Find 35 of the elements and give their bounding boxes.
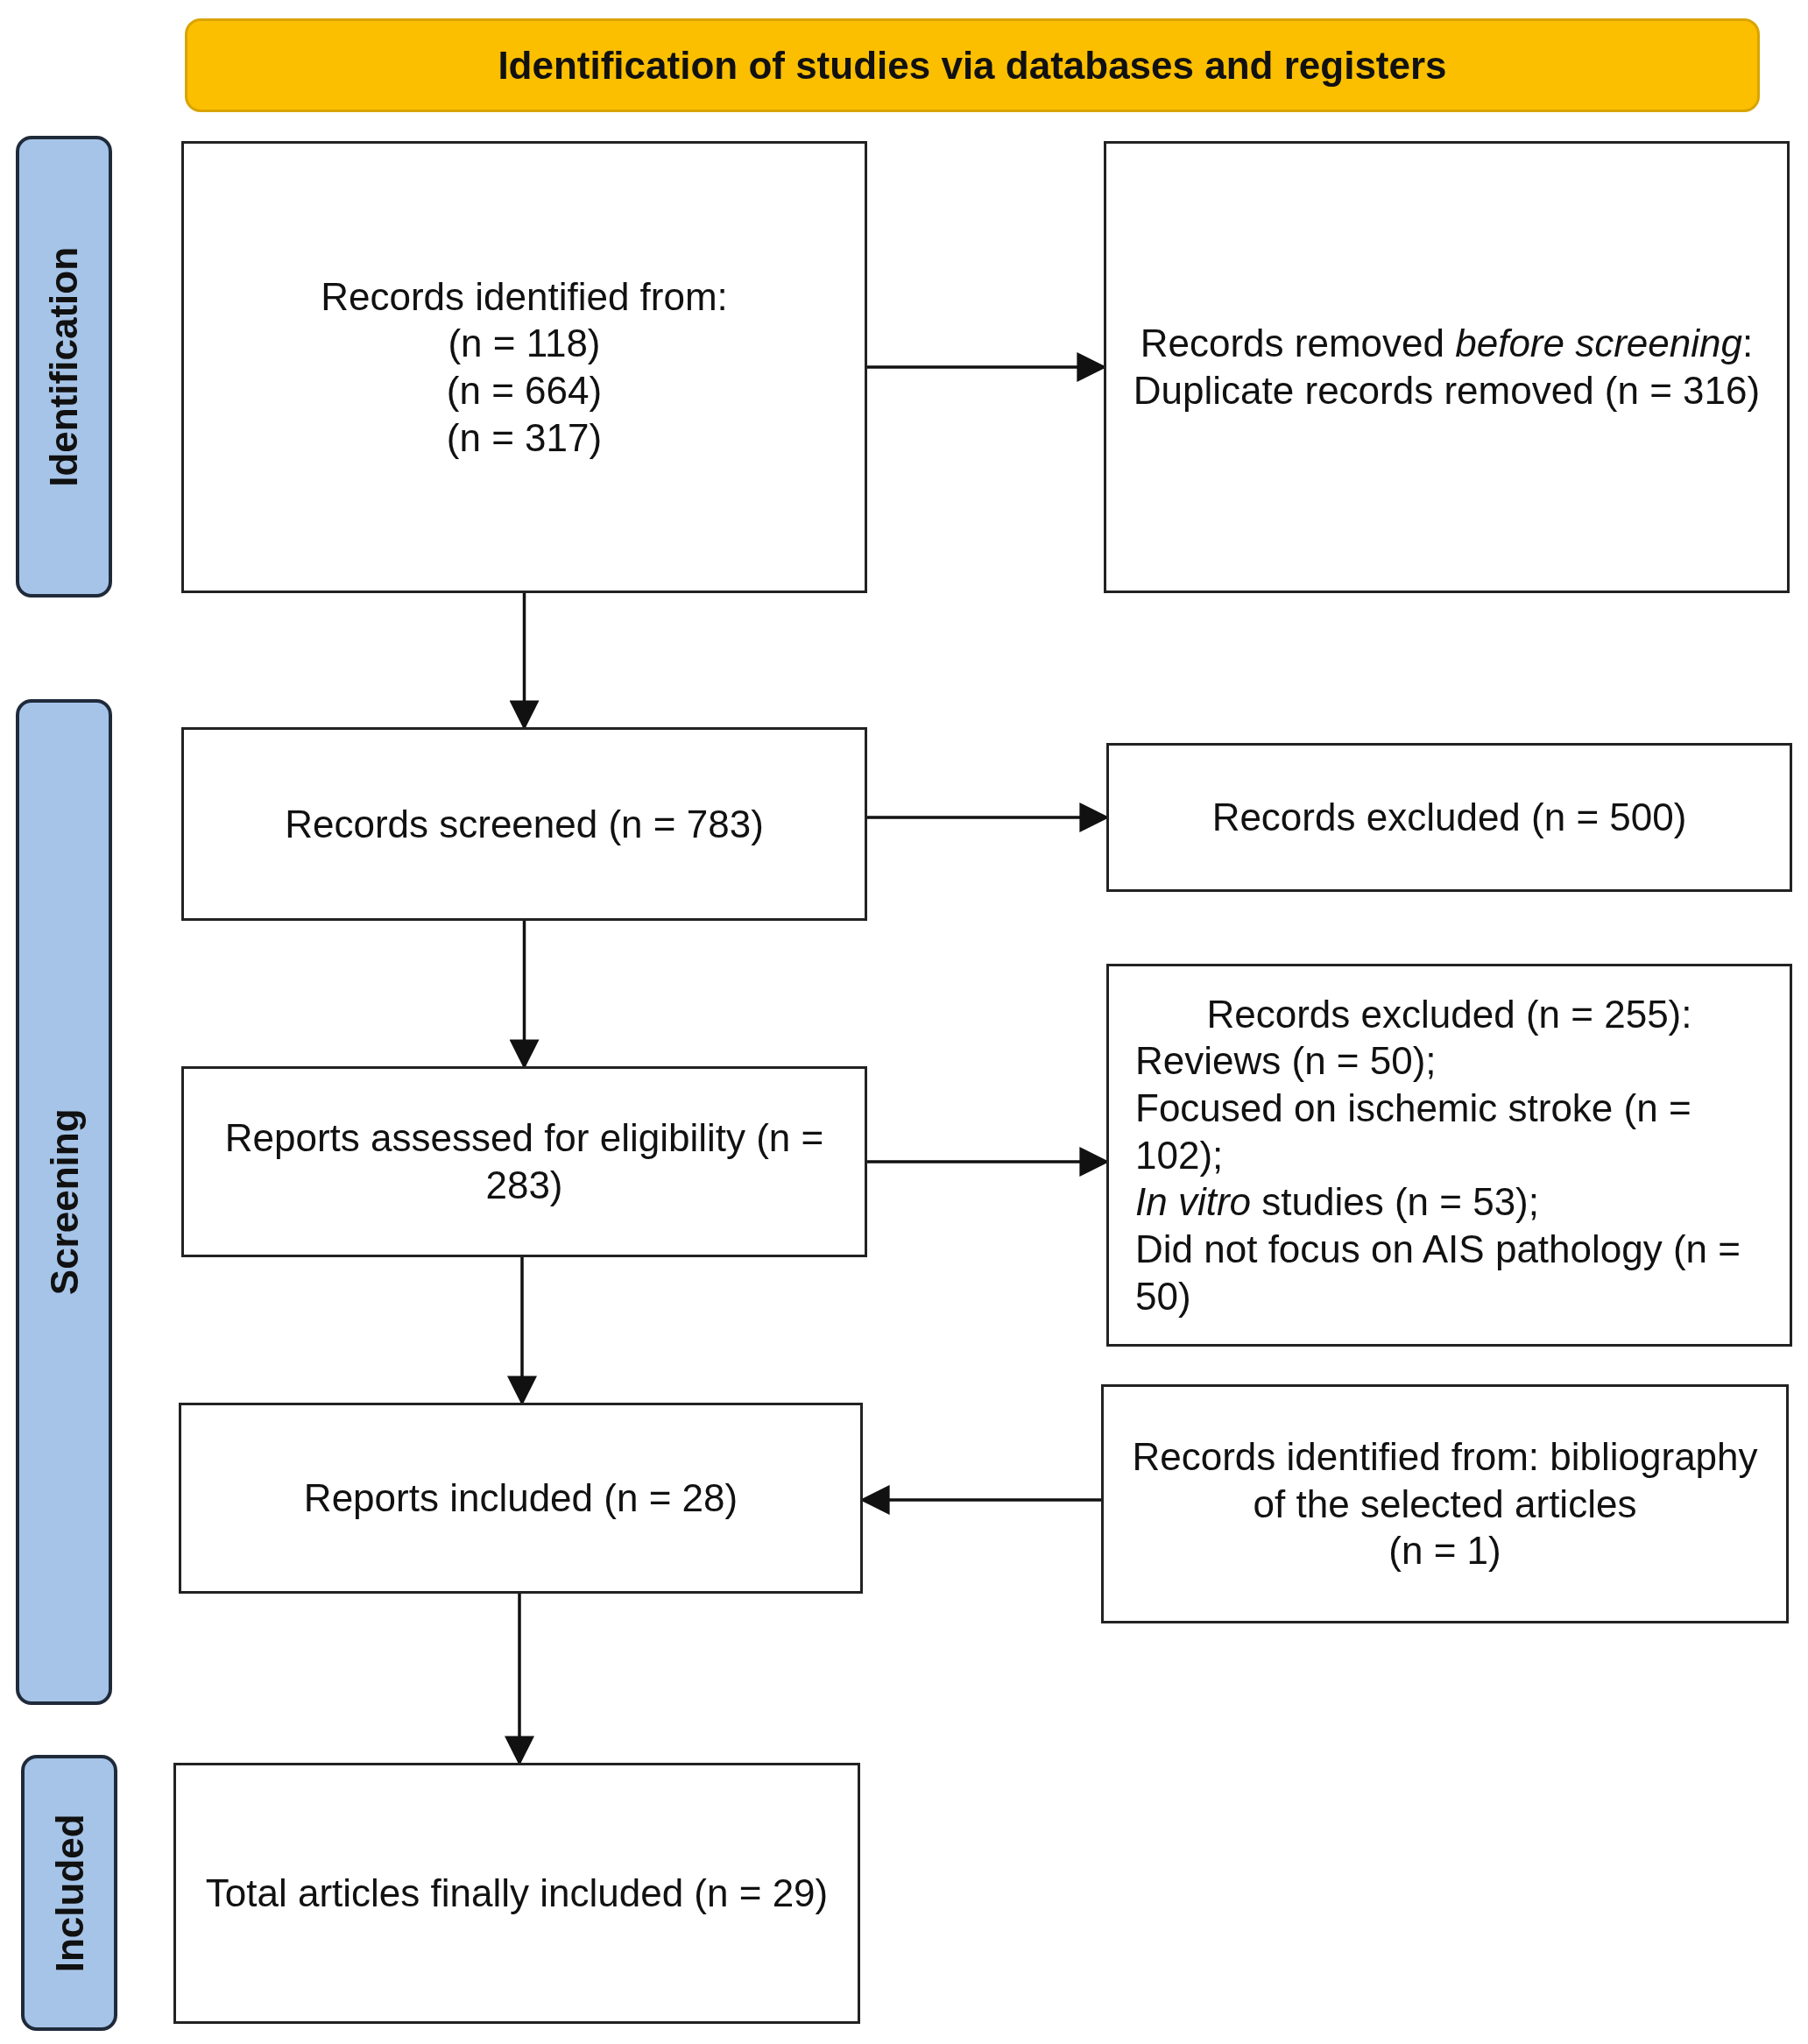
box-text: In vitro studies (n = 53); bbox=[1135, 1179, 1540, 1226]
phase-label: Included bbox=[46, 1814, 92, 1972]
box-text: Did not focus on AIS pathology (n = 50) bbox=[1135, 1227, 1741, 1319]
box-text: Reports assessed for eligibility (n = 283) bbox=[223, 1115, 825, 1208]
process-box bbox=[181, 141, 867, 593]
box-text: Records identified from: bbox=[321, 273, 728, 320]
phase-label: Identification bbox=[41, 246, 87, 487]
box-text: Focused on ischemic stroke (n = 102); bbox=[1135, 1086, 1692, 1178]
header-text: Identification of studies via databases and registers bbox=[498, 42, 1447, 88]
box-text: (n = 317) bbox=[446, 414, 603, 461]
phase-label-band bbox=[16, 699, 112, 1705]
process-box bbox=[179, 1403, 863, 1594]
box-text: Duplicate records removed (n = 316) bbox=[1133, 368, 1761, 414]
box-text: Reports included (n = 28) bbox=[303, 1475, 738, 1522]
box-text: Records excluded (n = 500) bbox=[1211, 795, 1687, 841]
box-text: Records removed before screening: bbox=[1140, 321, 1754, 367]
process-box bbox=[1101, 1384, 1789, 1623]
phase-label-band bbox=[21, 1755, 117, 2031]
process-box bbox=[181, 1066, 867, 1257]
box-text: Reviews (n = 50); bbox=[1135, 1038, 1437, 1085]
process-box bbox=[1106, 743, 1792, 892]
box-text: Records screened (n = 783) bbox=[285, 801, 764, 847]
box-text: (n = 118) bbox=[448, 321, 601, 367]
process-box bbox=[181, 727, 867, 921]
process-box bbox=[1106, 964, 1792, 1347]
process-box bbox=[1104, 141, 1790, 593]
box-text: Records identified from: bibliography of the selected articles bbox=[1131, 1434, 1759, 1527]
box-text: Total articles finally included (n = 29) bbox=[205, 1871, 829, 1917]
box-text: (n = 1) bbox=[1388, 1528, 1501, 1574]
box-text: Records excluded (n = 255): bbox=[1205, 991, 1693, 1037]
process-box bbox=[173, 1763, 860, 2024]
section-header bbox=[185, 18, 1760, 112]
phase-label: Screening bbox=[41, 1108, 87, 1296]
box-text: (n = 664) bbox=[446, 368, 603, 414]
phase-label-band bbox=[16, 136, 112, 598]
